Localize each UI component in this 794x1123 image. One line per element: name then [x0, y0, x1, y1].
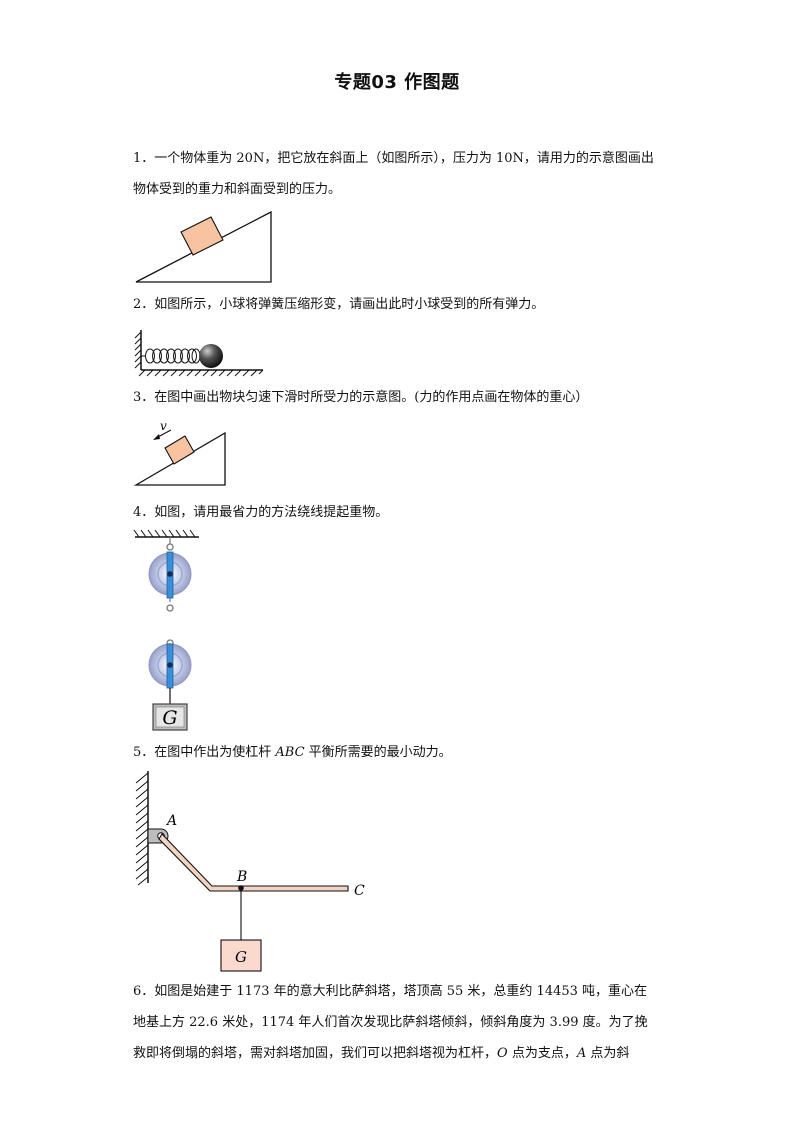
spring-coils: [141, 348, 201, 364]
label-a: A: [165, 813, 177, 829]
figure-incline-block: [135, 210, 272, 283]
lever-rod: [158, 833, 349, 892]
figure-pulley-system: G: [133, 529, 199, 731]
figure-spring-ball: [134, 330, 264, 377]
question-6-line-3c: 点为斜: [586, 1046, 630, 1061]
weight-label: G: [162, 707, 177, 729]
point-a-ref: A: [576, 1046, 587, 1061]
question-6-line-3a: 救即将倒塌的斜塔，需对斜塔加固，我们可以把斜塔视为杠杆，: [133, 1046, 498, 1061]
question-5-lever-name: ABC: [275, 745, 305, 760]
question-1: 1．一个物体重为 20N，把它放在斜面上（如图所示），压力为 10N，请用力的示…: [133, 151, 654, 197]
page-title: 专题03 作图题: [334, 72, 460, 93]
point-o-ref: O: [497, 1046, 508, 1061]
velocity-arrowhead: [153, 434, 160, 440]
question-2: 2．如图所示，小球将弹簧压缩形变，请画出此时小球受到的所有弹力。: [133, 297, 545, 312]
question-4: 4．如图，请用最省力的方法绕线提起重物。: [133, 505, 389, 520]
figure-sliding-block: v: [133, 419, 226, 486]
question-6: 6．如图是始建于 1173 年的意大利比萨斜塔，塔顶高 55 米，总重约 144…: [133, 976, 663, 1069]
label-b: B: [236, 869, 247, 885]
question-5-post: 平衡所需要的最小动力。: [304, 745, 452, 760]
ball: [199, 344, 223, 368]
fixed-pulley: [148, 537, 192, 612]
question-5-pre: 5．在图中作出为使杠杆: [133, 745, 276, 760]
ground-hatch: [138, 369, 264, 377]
block: [180, 216, 224, 256]
label-c: C: [354, 883, 365, 899]
question-6-line-1: 6．如图是始建于 1173 年的意大利比萨斜塔，塔顶高 55 米，总重约 144…: [133, 984, 648, 999]
block: [164, 435, 195, 465]
question-6-line-3b: 点为支点，: [507, 1046, 577, 1061]
label-g: G: [235, 948, 247, 966]
weight-face: [155, 706, 185, 728]
question-6-line-2: 地基上方 22.6 米处，1174 年人们首次发现比萨斜塔倾斜，倾斜角度为 3.…: [133, 1015, 648, 1030]
figure-lever: A B C G: [135, 771, 365, 972]
point-b: [238, 885, 244, 891]
question-3: 3．在图中画出物块匀速下滑时所受力的示意图。(力的作用点画在物体的重心）: [133, 390, 589, 405]
question-5: 5．在图中作出为使杠杆 ABC 平衡所需要的最小动力。: [133, 737, 663, 768]
ceiling-hatch: [133, 529, 196, 538]
wall-hatch: [134, 331, 142, 369]
question-6-line-3: 救即将倒塌的斜塔，需对斜塔加固，我们可以把斜塔视为杠杆，O 点为支点，A 点为斜: [133, 1038, 663, 1069]
lever-weight-box: [220, 939, 262, 972]
wall-hatch: [135, 772, 149, 886]
velocity-label: v: [160, 419, 167, 433]
movable-pulley: [148, 639, 192, 704]
